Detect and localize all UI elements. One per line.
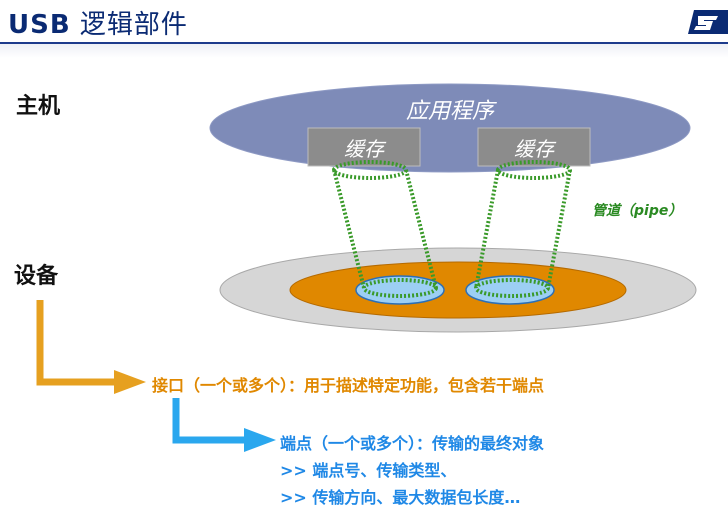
endpoint-arrow xyxy=(172,398,248,444)
title-rest: 逻辑部件 xyxy=(79,10,188,40)
pipe-label: 管道（pipe） xyxy=(592,203,683,219)
pipe-side-right-b xyxy=(546,169,572,289)
buffer-label-left: 缓存 xyxy=(344,137,387,161)
host-label: 主机 xyxy=(16,94,61,119)
interface-description: 接口（一个或多个）：用于描述特定功能，包含若干端点 xyxy=(152,376,545,395)
pipe-side-left-b xyxy=(404,169,438,289)
buffer-box-left xyxy=(307,127,421,167)
pipes xyxy=(332,160,572,298)
buffer-label-right: 缓存 xyxy=(514,137,557,161)
title-prefix: USB xyxy=(8,10,71,40)
interface-arrowhead xyxy=(114,370,146,394)
endpoint-description: 端点（一个或多个）：传输的最终对象 xyxy=(280,434,545,453)
endpoint-detail-line-1: >> 端点号、传输类型、 xyxy=(280,461,457,480)
endpoint-disc-right xyxy=(465,275,555,305)
st-logo-icon xyxy=(688,10,728,34)
device-label: 设备 xyxy=(14,264,59,289)
interface-disc xyxy=(289,261,627,319)
application-ellipse xyxy=(209,83,691,173)
page-title: USB 逻辑部件 xyxy=(8,4,188,41)
pipe-side-right-a xyxy=(474,169,500,289)
pipe-side-left-a xyxy=(332,169,366,289)
header-rule xyxy=(0,42,728,58)
endpoint-arrowhead xyxy=(244,428,276,452)
buffer-box-right xyxy=(477,127,591,167)
interface-arrow xyxy=(36,300,118,386)
application-label: 应用程序 xyxy=(406,99,497,124)
endpoint-detail-line-2: >> 传输方向、最大数据包长度… xyxy=(280,488,521,507)
